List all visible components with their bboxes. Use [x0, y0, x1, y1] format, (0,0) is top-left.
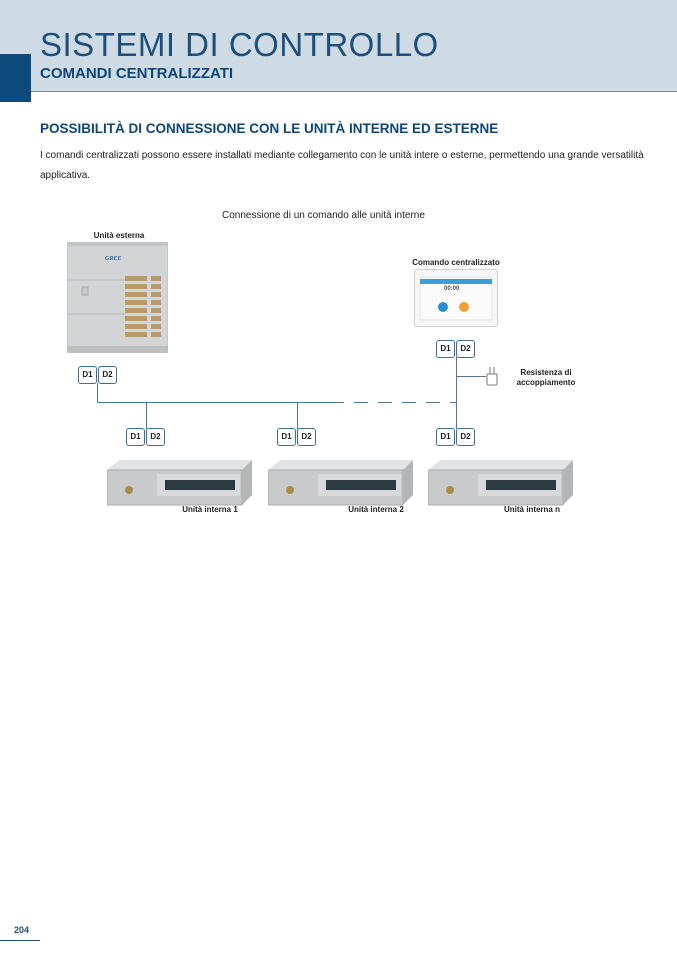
terminal-d1: D1	[436, 428, 455, 446]
section-body: I comandi centralizzati possono essere i…	[40, 150, 644, 181]
bus-drop	[297, 402, 298, 429]
diagram-caption: Connessione di un comando alle unità int…	[222, 210, 425, 221]
bus-line-dashed	[330, 402, 456, 403]
page-number-rule	[0, 940, 40, 941]
page-subtitle: COMANDI CENTRALIZZATI	[40, 65, 234, 82]
controller-time: 00:00	[444, 286, 460, 292]
resistor-branch	[456, 376, 486, 377]
terminal-d2: D2	[146, 428, 165, 446]
terminal-d1: D1	[126, 428, 145, 446]
bus-line	[97, 383, 98, 403]
terminal-d2: D2	[456, 340, 475, 358]
bus-line	[97, 402, 330, 403]
terminal-d1: D1	[78, 366, 97, 384]
gree-logo: GREE	[105, 256, 121, 262]
header-band	[0, 0, 677, 92]
section-heading: POSSIBILITÀ DI CONNESSIONE CON LE UNITÀ …	[40, 121, 499, 136]
header-accent-block	[0, 54, 31, 102]
resistor-icon	[484, 366, 500, 386]
terminal-d1: D1	[277, 428, 296, 446]
centralized-controller-image: 00:00	[414, 269, 498, 327]
bus-drop	[146, 402, 147, 429]
page-title: SISTEMI DI CONTROLLO	[40, 26, 439, 63]
terminal-d2: D2	[98, 366, 117, 384]
terminal-d1: D1	[436, 340, 455, 358]
page-number: 204	[14, 925, 30, 935]
terminal-d2: D2	[297, 428, 316, 446]
outdoor-unit-label: Unità esterna	[93, 231, 145, 240]
indoor-unit-image	[427, 460, 573, 511]
indoor-unit-label: Unità interna 1	[182, 505, 238, 514]
indoor-unit-label: Unità interna n	[503, 505, 560, 514]
outdoor-unit-image: GREE	[66, 241, 169, 355]
terminal-d2: D2	[456, 428, 475, 446]
resistor-label: Resistenza di accoppiamento	[516, 368, 576, 387]
indoor-unit-image	[106, 460, 252, 511]
bus-drop	[456, 357, 457, 429]
controller-label: Comando centralizzato	[412, 258, 500, 267]
indoor-unit-image	[267, 460, 413, 511]
indoor-unit-label: Unità interna 2	[348, 505, 404, 514]
